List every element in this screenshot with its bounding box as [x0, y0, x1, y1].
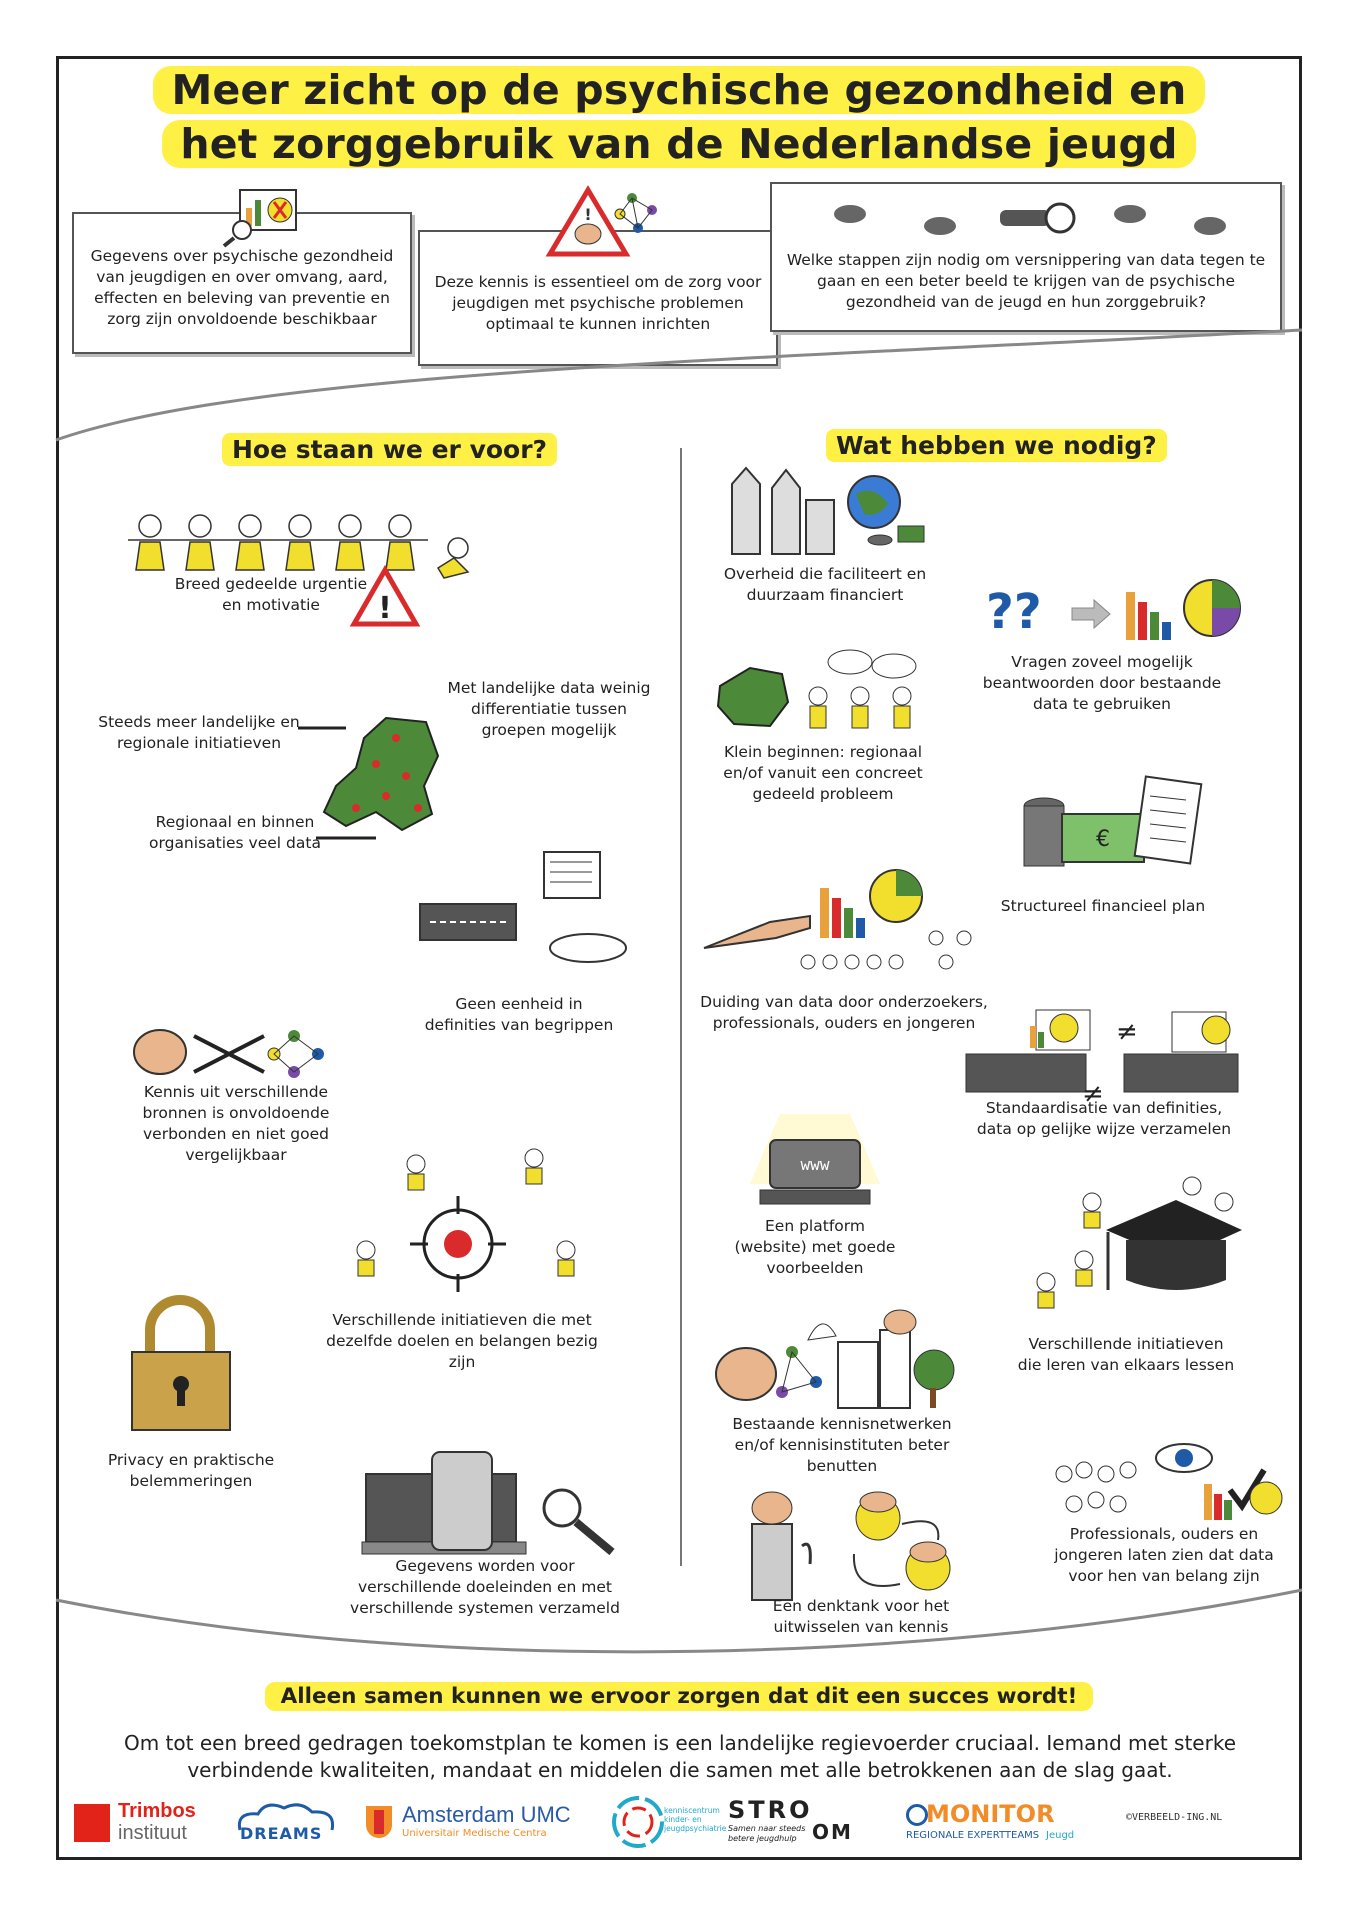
svg-text:€: €	[1096, 827, 1110, 852]
knowledge-network-icon	[715, 1309, 955, 1409]
brain-network-icon	[133, 1029, 324, 1078]
finance-icon: €	[1023, 775, 1203, 867]
caption-professionals: Professionals, ouders en jongeren laten …	[1054, 1525, 1274, 1585]
caption-netwerken: Bestaande kennisnetwerken en/of kennisin…	[732, 1415, 952, 1475]
svg-text:??: ??	[986, 584, 1042, 640]
devices-icon	[361, 1451, 615, 1556]
caption-regionaal: Regionaal en binnen organisaties veel da…	[149, 813, 321, 852]
logo-verbeeld: ©VERBEELD-ING.NL	[1126, 1812, 1223, 1823]
wave-top	[55, 328, 1303, 442]
footsteps-icon	[834, 202, 1226, 235]
caption-platform: Een platform (website) met goede voorbee…	[734, 1217, 896, 1277]
poster-frame	[56, 56, 1302, 1860]
people-row-icon	[128, 514, 470, 579]
caption-systemen: Gegevens worden voor verschillende doele…	[350, 1557, 620, 1617]
government-icon	[731, 466, 925, 555]
svg-text:≠: ≠	[1116, 1017, 1138, 1047]
caption-leren: Verschillende initiatieven die leren van…	[1017, 1335, 1235, 1374]
caption-standaard: Standaardisatie van definities, data op …	[976, 1099, 1232, 1138]
questions-chart-icon: ??	[986, 579, 1241, 640]
warning-icon: !	[349, 564, 421, 627]
caption-denktank: Een denktank voor het uitwisselen van ke…	[772, 1597, 950, 1636]
chart-magnifier-icon	[222, 189, 297, 248]
wave-bottom	[55, 1588, 1303, 1654]
logo-kenniscentrum: kenniscentrum kinder- en jeugdpsychiatri…	[610, 1794, 726, 1850]
standardisation-icon: ≠ ≠	[965, 1009, 1239, 1109]
think-tank-icon	[751, 1491, 951, 1601]
target-people-icon	[356, 1148, 576, 1292]
graduation-people-icon	[1036, 1176, 1242, 1309]
logo-amsterdam-umc: Amsterdam UMC Universitair Medische Cent…	[366, 1800, 602, 1846]
svg-text:www: www	[801, 1155, 830, 1174]
region-people-icon	[716, 649, 917, 729]
logo-dreams: DREAMS	[232, 1800, 344, 1846]
title-line-1: Meer zicht op de psychische gezondheid e…	[0, 66, 1358, 114]
eye-check-icon	[1055, 1443, 1283, 1520]
caption-doelen: Verschillende initiatieven die met dezel…	[326, 1311, 598, 1371]
website-spotlight-icon: www	[750, 1114, 880, 1205]
warning-brain-icon: !	[545, 185, 657, 257]
svg-text:≠: ≠	[1082, 1079, 1104, 1109]
footer-text: Om tot een breed gedragen toekomstplan t…	[123, 1731, 1237, 1782]
caption-landelijk: Met landelijke data weinig differentiati…	[447, 679, 651, 739]
caption-financieel: Structureel financieel plan	[1000, 897, 1206, 915]
right-heading: Wat hebben we nodig?	[826, 429, 1167, 462]
caption-duiding: Duiding van data door onderzoekers, prof…	[700, 993, 988, 1032]
caption-vragen: Vragen zoveel mogelijk beantwoorden door…	[982, 653, 1222, 713]
netherlands-map-icon	[298, 716, 440, 840]
caption-overheid: Overheid die faciliteert en duurzaam fin…	[723, 565, 927, 604]
caption-klein: Klein beginnen: regionaal en/of vanuit e…	[723, 743, 923, 803]
caption-eenheid: Geen eenheid in definities van begrippen	[424, 995, 614, 1034]
caption-initiatieven: Steeds meer landelijke en regionale init…	[98, 713, 300, 752]
footer-heading: Alleen samen kunnen we ervoor zorgen dat…	[0, 1682, 1358, 1711]
title-line-2: het zorggebruik van de Nederlandse jeugd	[0, 120, 1358, 168]
caption-urgency: Breed gedeelde urgentie en motivatie	[174, 575, 368, 614]
svg-text:!: !	[584, 205, 591, 224]
left-heading: Hoe staan we er voor?	[222, 433, 558, 466]
svg-text:!: !	[378, 591, 392, 626]
logo-trimbos: Trimbos instituut	[74, 1800, 214, 1846]
caption-privacy: Privacy en praktische belemmeringen	[107, 1451, 275, 1490]
logo-monitor: MONITOR REGIONALE EXPERTTEAMS Jeugd	[906, 1800, 1075, 1841]
caption-kennis: Kennis uit verschillende bronnen is onvo…	[142, 1083, 330, 1164]
column-divider	[680, 448, 682, 1566]
logo-stroom: STRO OM Samen naar steeds betere jeugdhu…	[728, 1796, 853, 1844]
speech-bubbles-icon	[419, 851, 627, 963]
pointing-data-icon	[703, 869, 972, 970]
padlock-icon	[131, 1295, 231, 1431]
